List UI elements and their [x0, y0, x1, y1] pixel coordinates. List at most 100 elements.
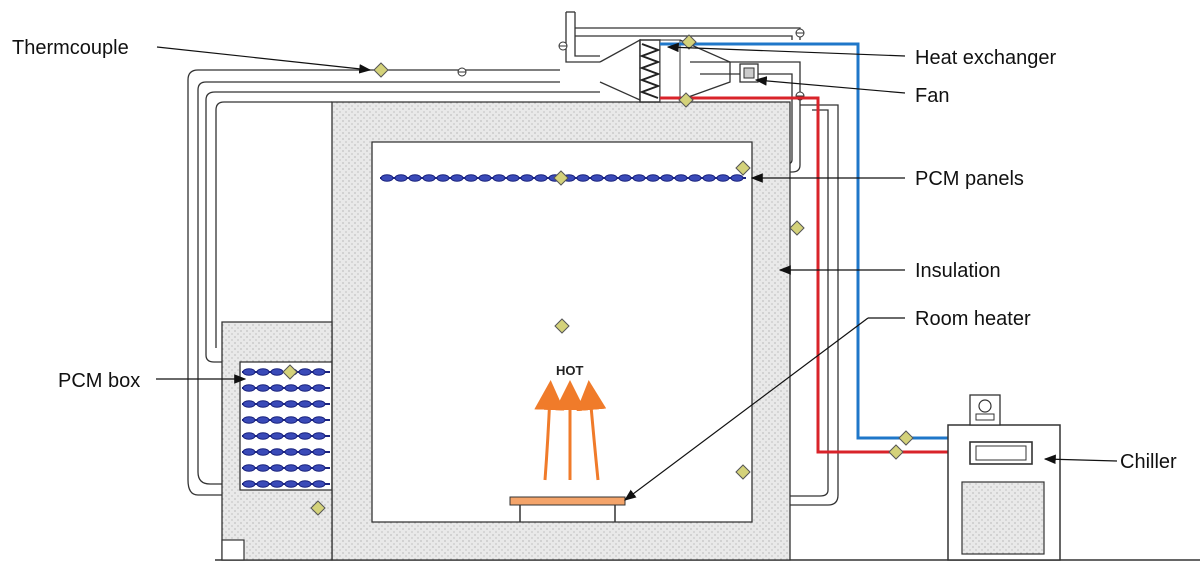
pcm-icon: [646, 174, 660, 182]
pcm-icon: [284, 384, 298, 392]
diamond-icon: [373, 62, 389, 78]
pcm-icon: [284, 480, 298, 488]
label-room-heater: Room heater: [915, 308, 1031, 330]
pcm-icon: [242, 464, 256, 472]
pcm-icon: [660, 174, 674, 182]
diamond-icon: [310, 500, 326, 516]
pcm-icon: [520, 174, 534, 182]
pcm-icon: [284, 464, 298, 472]
label-pcm-panels: PCM panels: [915, 168, 1024, 190]
pcm-icon: [576, 174, 590, 182]
pcm-icon: [242, 432, 256, 440]
pcm-icon: [256, 464, 270, 472]
pcm-box-insulation: [221, 321, 333, 561]
pcm-icon: [632, 174, 646, 182]
pcm-icon: [312, 448, 326, 456]
pcm-icon: [284, 432, 298, 440]
heat-exchanger: [639, 39, 681, 103]
pcm-icon: [408, 174, 422, 182]
pcm-icon: [464, 174, 478, 182]
hot-pipe: [660, 96, 948, 454]
pcm-icon: [298, 448, 312, 456]
leader-lines: [156, 42, 1118, 501]
pcm-icon: [590, 174, 604, 182]
room-heater: [509, 496, 626, 522]
pcm-icon: [242, 400, 256, 408]
pcm-icon: [270, 480, 284, 488]
pcm-icon: [298, 416, 312, 424]
hot-label: HOT: [556, 363, 584, 378]
diamond-icon: [282, 364, 298, 380]
pcm-icon: [270, 448, 284, 456]
pcm-capsule-row: [242, 400, 330, 408]
pcm-icon: [270, 368, 284, 376]
pcm-icon: [492, 174, 506, 182]
pcm-icon: [422, 174, 436, 182]
pcm-icon: [270, 416, 284, 424]
pcm-icon: [256, 432, 270, 440]
pcm-icon: [534, 174, 548, 182]
diamond-icon: [553, 170, 569, 186]
label-fan: Fan: [915, 85, 949, 107]
pcm-icon: [256, 384, 270, 392]
pcm-icon: [256, 416, 270, 424]
heat-arrows: [534, 380, 607, 481]
label-thermocouple: Thermcouple: [12, 37, 129, 59]
pcm-icon: [242, 384, 256, 392]
pcm-icon: [312, 480, 326, 488]
pcm-icon: [256, 448, 270, 456]
pcm-capsule-row: [242, 464, 330, 472]
pcm-icon: [298, 432, 312, 440]
pcm-icon: [256, 368, 270, 376]
pcm-icon: [394, 174, 408, 182]
pcm-icon: [284, 416, 298, 424]
pcm-icon: [380, 174, 394, 182]
pcm-icon: [312, 368, 326, 376]
air-duct: [187, 11, 839, 506]
pcm-icon: [674, 174, 688, 182]
pcm-icon: [270, 464, 284, 472]
pcm-icon: [312, 416, 326, 424]
thermocouples: [282, 34, 914, 516]
pcm-icon: [256, 400, 270, 408]
pcm-icon: [270, 432, 284, 440]
label-chiller: Chiller: [1120, 451, 1177, 473]
label-heat-exchanger: Heat exchanger: [915, 47, 1057, 69]
pcm-icon: [604, 174, 618, 182]
pcm-icon: [270, 384, 284, 392]
pcm-icon: [284, 448, 298, 456]
chiller: [947, 394, 1061, 561]
pcm-icon: [298, 464, 312, 472]
pcm-icon: [618, 174, 632, 182]
pcm-icon: [450, 174, 464, 182]
pcm-box-panels: [242, 368, 330, 488]
label-insulation: Insulation: [915, 260, 1001, 282]
pcm-capsule-row: [242, 448, 330, 456]
diamond-icon: [888, 444, 904, 460]
pcm-capsule-row: [242, 416, 330, 424]
pcm-icon: [312, 384, 326, 392]
pcm-icon: [702, 174, 716, 182]
pcm-icon: [312, 464, 326, 472]
pcm-icon: [688, 174, 702, 182]
pcm-icon: [312, 400, 326, 408]
fan-icon: [739, 63, 759, 83]
pcm-icon: [478, 174, 492, 182]
pcm-icon: [256, 480, 270, 488]
diamond-icon: [554, 318, 570, 334]
pcm-icon: [506, 174, 520, 182]
pcm-icon: [298, 368, 312, 376]
pcm-icon: [270, 400, 284, 408]
pcm-icon: [284, 400, 298, 408]
pcm-capsule-row: [242, 432, 330, 440]
pcm-icon: [716, 174, 730, 182]
pcm-icon: [242, 448, 256, 456]
diamond-icon: [678, 92, 694, 108]
pcm-icon: [298, 384, 312, 392]
diamond-icon: [735, 160, 751, 176]
pcm-capsule-row: [242, 384, 330, 392]
diamond-icon: [898, 430, 914, 446]
pcm-icon: [242, 480, 256, 488]
diamond-icon: [681, 34, 697, 50]
